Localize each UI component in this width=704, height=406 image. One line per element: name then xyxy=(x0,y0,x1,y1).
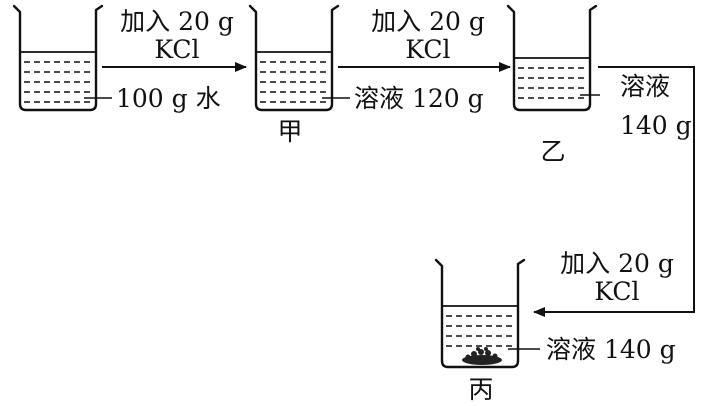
add-kcl-step-3: 加入 20 g KCl xyxy=(533,66,695,317)
beaker-jia: 溶液 120 g 甲 xyxy=(248,4,484,146)
beaker-name: 甲 xyxy=(277,117,302,146)
beaker-water: 100 g 水 xyxy=(12,4,221,113)
undissolved-solid xyxy=(462,347,502,365)
solution-label: 溶液 140 g xyxy=(546,335,676,364)
beaker-outline xyxy=(12,4,104,112)
add-kcl-step-2: 加入 20 g KCl xyxy=(338,7,511,72)
add-substance-label: KCl xyxy=(154,35,199,64)
add-substance-label: KCl xyxy=(594,277,639,306)
beaker-bing: 溶液 140 g 丙 xyxy=(434,258,676,404)
add-kcl-step-1: 加入 20 g KCl xyxy=(102,7,247,72)
solution-label: 溶液 120 g xyxy=(354,84,484,113)
beaker-outline xyxy=(434,258,526,369)
beaker-yi: 溶液 140 g 乙 xyxy=(506,4,692,166)
add-amount-label: 加入 20 g xyxy=(371,7,485,36)
water-label: 100 g 水 xyxy=(116,84,221,113)
beaker-outline xyxy=(248,4,340,112)
add-amount-label: 加入 20 g xyxy=(120,7,234,36)
add-amount-label: 加入 20 g xyxy=(560,249,674,278)
beaker-name: 丙 xyxy=(468,375,493,404)
beaker-outline xyxy=(506,4,598,112)
solution-mass-label: 140 g xyxy=(620,111,692,140)
add-substance-label: KCl xyxy=(405,35,450,64)
solution-label: 溶液 xyxy=(620,72,670,101)
beaker-name: 乙 xyxy=(540,137,565,166)
connector-arrow xyxy=(533,66,695,317)
